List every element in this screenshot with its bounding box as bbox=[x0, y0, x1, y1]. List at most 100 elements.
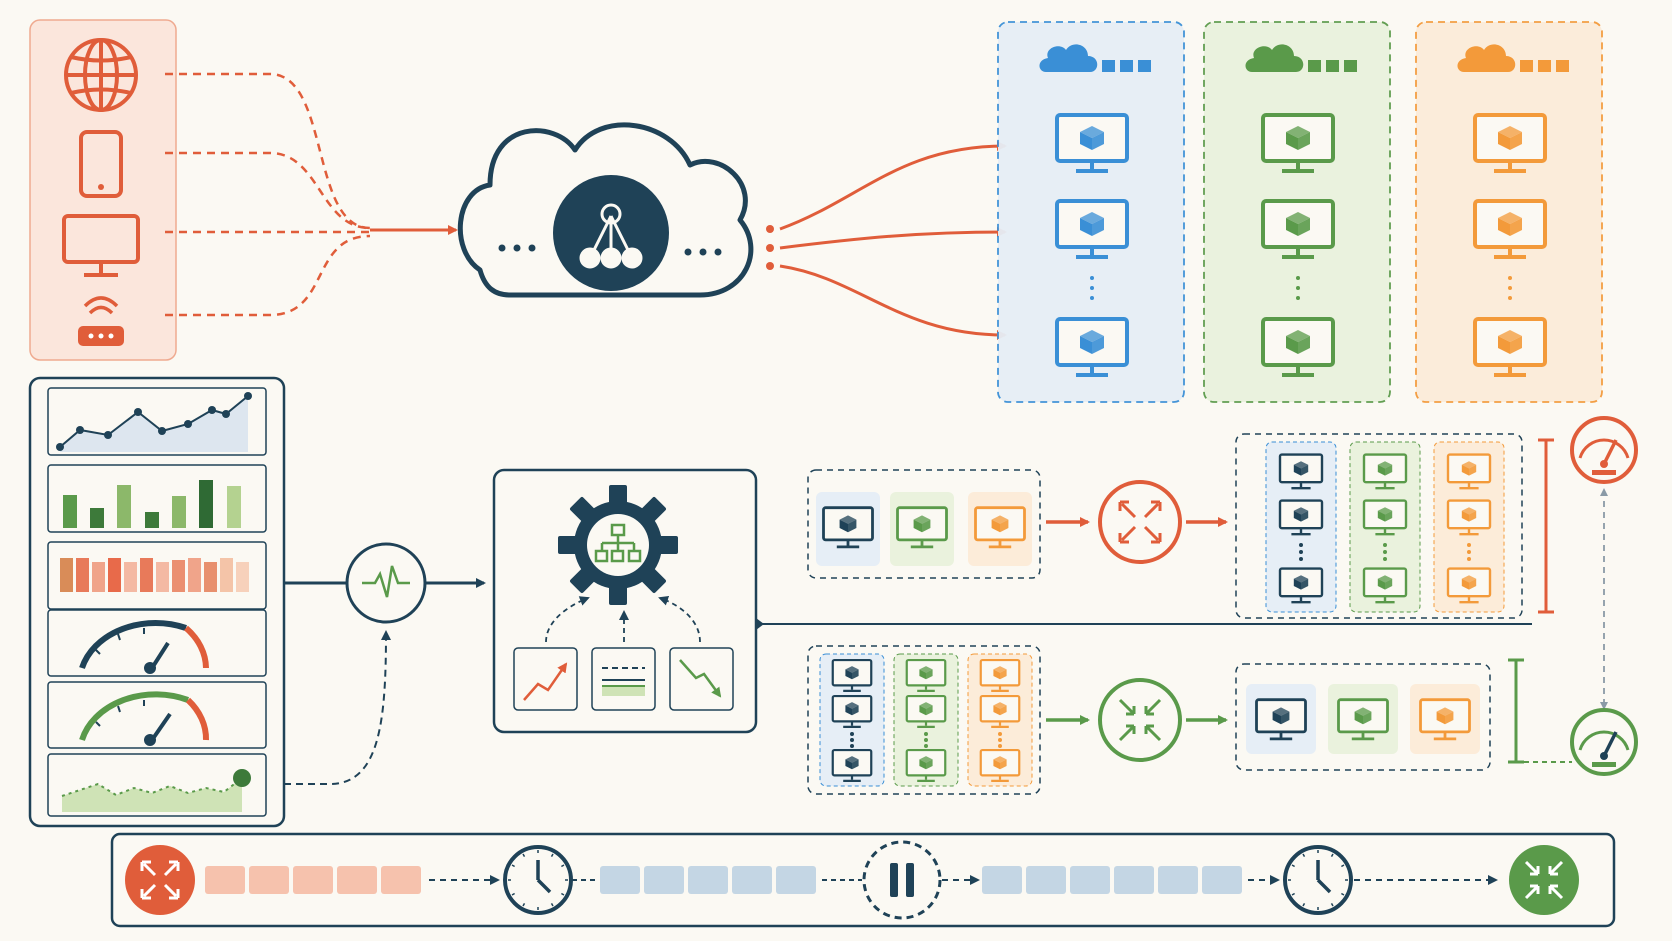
area-chart bbox=[47, 753, 267, 817]
ellipsis-dot bbox=[1383, 557, 1387, 561]
pause-icon bbox=[862, 840, 942, 920]
instance-icon bbox=[1473, 113, 1547, 173]
instance-icon bbox=[979, 658, 1021, 692]
instance-icon bbox=[1261, 317, 1335, 377]
region-blue bbox=[997, 21, 1185, 403]
ellipsis-dot bbox=[1467, 543, 1471, 547]
timeline-block bbox=[982, 866, 1022, 894]
trend-up-icon bbox=[513, 647, 578, 711]
instance-icon bbox=[1255, 698, 1307, 741]
speedometer-low-icon bbox=[1570, 708, 1638, 776]
ellipsis-dot bbox=[1299, 557, 1303, 561]
bar-chart-orange bbox=[47, 541, 267, 610]
timeline-start-expand-icon bbox=[125, 845, 195, 915]
timeline-block bbox=[644, 866, 684, 894]
ellipsis-dot bbox=[1299, 550, 1303, 554]
gauge-green bbox=[47, 681, 267, 749]
instance-icon bbox=[979, 694, 1021, 728]
instance-icon bbox=[831, 694, 873, 728]
ellipsis-dot bbox=[1508, 286, 1512, 290]
autoscaler-out-marker bbox=[756, 618, 764, 630]
cloud-icon bbox=[1245, 44, 1357, 72]
ellipsis-dot bbox=[924, 738, 928, 742]
timeline-panel bbox=[110, 832, 1616, 928]
wifi-router-icon bbox=[78, 296, 124, 346]
timeline-block bbox=[337, 866, 377, 894]
ellipsis-dot bbox=[1383, 550, 1387, 554]
speed-indicators bbox=[1508, 416, 1638, 776]
ellipsis-dot bbox=[850, 744, 854, 748]
smartphone-icon bbox=[79, 130, 123, 198]
instance-icon bbox=[1055, 113, 1129, 173]
instance-icon bbox=[974, 506, 1026, 549]
ellipsis-dot bbox=[1090, 286, 1094, 290]
instance-icon bbox=[1362, 567, 1408, 604]
timeline-block bbox=[381, 866, 421, 894]
instance-icon bbox=[1278, 453, 1324, 490]
instance-icon bbox=[822, 506, 874, 549]
instance-icon bbox=[1278, 567, 1324, 604]
heartbeat-icon bbox=[345, 542, 427, 624]
instance-icon bbox=[1261, 113, 1335, 173]
ellipsis-dot bbox=[1299, 543, 1303, 547]
ellipsis-dot bbox=[1296, 286, 1300, 290]
timeline-block bbox=[1158, 866, 1198, 894]
ellipsis-dot bbox=[1508, 296, 1512, 300]
ellipsis-dot bbox=[998, 732, 1002, 736]
instance-icon bbox=[1261, 199, 1335, 259]
ellipsis-dot bbox=[850, 732, 854, 736]
cloud-load-balancer-icon bbox=[457, 122, 754, 298]
timeline-block bbox=[600, 866, 640, 894]
instance-icon bbox=[1473, 317, 1547, 377]
cloud-icon bbox=[1039, 44, 1151, 72]
timeline-block bbox=[688, 866, 728, 894]
scale-out-row bbox=[807, 433, 1523, 619]
ellipsis-dot bbox=[998, 738, 1002, 742]
lb-to-instances-arrows bbox=[779, 141, 1007, 340]
region-orange bbox=[1415, 21, 1603, 403]
clock-icon bbox=[1283, 845, 1353, 915]
compress-arrows-icon bbox=[1098, 678, 1182, 762]
scale-in-bracket bbox=[1508, 658, 1572, 764]
threshold-icon bbox=[591, 647, 656, 711]
gauge-red bbox=[47, 609, 267, 677]
timeline-block bbox=[732, 866, 772, 894]
region-green bbox=[1203, 21, 1391, 403]
instance-icon bbox=[905, 694, 947, 728]
timeline-block bbox=[776, 866, 816, 894]
instance-icon bbox=[1278, 499, 1324, 536]
client-devices-panel bbox=[29, 19, 177, 361]
timeline-block bbox=[1114, 866, 1154, 894]
timeline-block bbox=[293, 866, 333, 894]
ellipsis-dot bbox=[1296, 276, 1300, 280]
timeline-block bbox=[1202, 866, 1242, 894]
instance-icon bbox=[896, 506, 948, 549]
ellipsis-dot bbox=[850, 738, 854, 742]
ellipsis-dot bbox=[1090, 276, 1094, 280]
globe-icon bbox=[64, 38, 138, 112]
speedometer-high-icon bbox=[1570, 416, 1638, 484]
ellipsis-dot bbox=[1296, 296, 1300, 300]
instance-icon bbox=[831, 748, 873, 782]
autoscaler-panel bbox=[492, 468, 758, 734]
instance-icon bbox=[1055, 199, 1129, 259]
lb-output-dots bbox=[766, 225, 774, 270]
instance-icon bbox=[1446, 567, 1492, 604]
monitor-icon bbox=[62, 214, 140, 277]
instance-icon bbox=[831, 658, 873, 692]
instance-icon bbox=[1473, 199, 1547, 259]
ellipsis-dot bbox=[1090, 296, 1094, 300]
gear-hierarchy-icon bbox=[558, 485, 678, 605]
timeline-block bbox=[1070, 866, 1110, 894]
ellipsis-dot bbox=[998, 744, 1002, 748]
instance-icon bbox=[979, 748, 1021, 782]
instance-icon bbox=[905, 748, 947, 782]
ellipsis-dot bbox=[924, 732, 928, 736]
timeline-block bbox=[205, 866, 245, 894]
clock-icon bbox=[503, 845, 573, 915]
expand-arrows-icon bbox=[1098, 480, 1182, 564]
instance-icon bbox=[1419, 698, 1471, 741]
ellipsis-dot bbox=[1467, 550, 1471, 554]
ellipsis-dot bbox=[1467, 557, 1471, 561]
